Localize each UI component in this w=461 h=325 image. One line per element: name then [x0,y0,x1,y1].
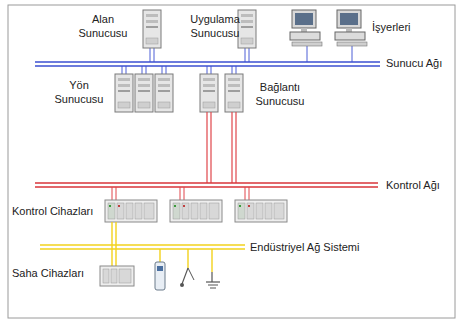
network-label: Sunucu Ağı [386,56,442,70]
network-label: Uygulama Sunucusu [184,12,246,40]
application-server-icon [238,10,256,48]
controller-rack-icon [105,200,157,222]
network-label: Saha Cihazları [12,266,84,280]
domain-server-icon [143,10,161,48]
control-uplink-lines [207,112,236,183]
route-server-icon [115,74,133,112]
network-label: Kontrol Ağı [386,178,440,192]
controller-drop-lines [112,187,249,200]
network-label: Endüstriyel Ağ Sistemi [250,240,359,254]
network-label: Alan Sunucusu [72,12,134,40]
outer-frame [8,5,455,318]
workstation-icon [290,10,322,46]
workstation-icon [335,10,367,46]
server-drop-lines [122,46,352,76]
network-label: Kontrol Cihazları [12,204,93,218]
controller-rack-icon [170,200,222,222]
network-label: Bağlantı Sunucusu [250,80,310,108]
control-network-bus [35,183,378,187]
link-server-icon [225,74,243,112]
route-server-icon [155,74,173,112]
controller-rack-icon [235,200,287,222]
route-server-icon [135,74,153,112]
server-network-bus [35,62,380,66]
link-server-icon [200,74,218,112]
industrial-network-lines [40,222,245,272]
field-device-icons [100,262,220,290]
network-label: Yön Sunucusu [50,78,108,106]
network-label: İşyerleri [372,20,411,34]
